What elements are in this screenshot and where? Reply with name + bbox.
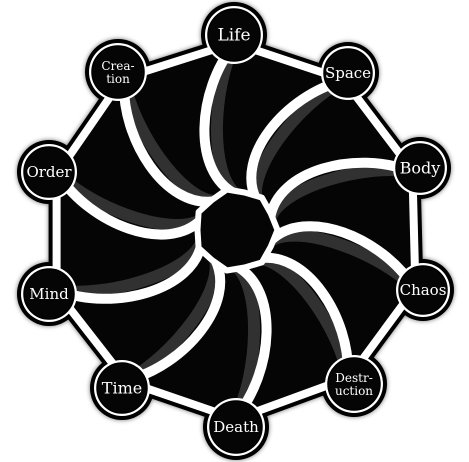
node-life: Life [205, 6, 263, 64]
node-label-destruction-2: uction [335, 384, 373, 398]
swirl-arm-mind [53, 236, 207, 304]
node-order: Order [21, 144, 77, 200]
node-chaos: Chaos [396, 263, 450, 317]
node-circle [23, 268, 75, 320]
center-hub [194, 186, 281, 274]
swirl-arm-time [122, 254, 226, 385]
node-label-creation-1: Crea- [101, 59, 134, 73]
center-hub-circle [194, 186, 281, 274]
node-space: Space [321, 46, 375, 100]
node-label-destruction-1: Destr- [335, 371, 373, 385]
swirl-arm-death [231, 261, 272, 422]
node-circle [91, 45, 145, 99]
swirl-arm-life [199, 40, 241, 199]
node-death: Death [207, 398, 265, 456]
node-mind: Mind [21, 266, 77, 322]
swirl-arm-body [265, 157, 416, 224]
swirl-arm-creation [118, 75, 220, 207]
node-circle [23, 146, 75, 198]
node-circle [323, 48, 373, 98]
node-time: Time [94, 360, 150, 416]
node-label-death: Death [213, 418, 259, 436]
node-label-body: Body [400, 159, 441, 178]
node-destruction: Destr-uction [325, 355, 383, 413]
swirl-arm-destruction [252, 252, 353, 382]
node-circle [398, 265, 448, 315]
swirl-arms [53, 40, 419, 422]
node-label-order: Order [26, 163, 72, 181]
swirl-arm-space [246, 76, 348, 206]
node-label-chaos: Chaos [400, 281, 447, 299]
node-circle [395, 143, 445, 193]
node-label-life: Life [217, 26, 250, 46]
node-label-creation-2: tion [106, 72, 130, 86]
swirl-arm-order [53, 170, 207, 240]
node-circle [96, 362, 148, 414]
node-circle [207, 8, 261, 62]
node-circle [209, 400, 263, 454]
node-label-space: Space [325, 64, 371, 82]
node-body: Body [393, 141, 447, 195]
swirl-arm-chaos [265, 221, 419, 292]
node-creation: Crea-tion [89, 43, 147, 101]
node-label-time: Time [102, 379, 142, 398]
node-label-mind: Mind [29, 285, 69, 303]
node-circle [327, 357, 381, 411]
